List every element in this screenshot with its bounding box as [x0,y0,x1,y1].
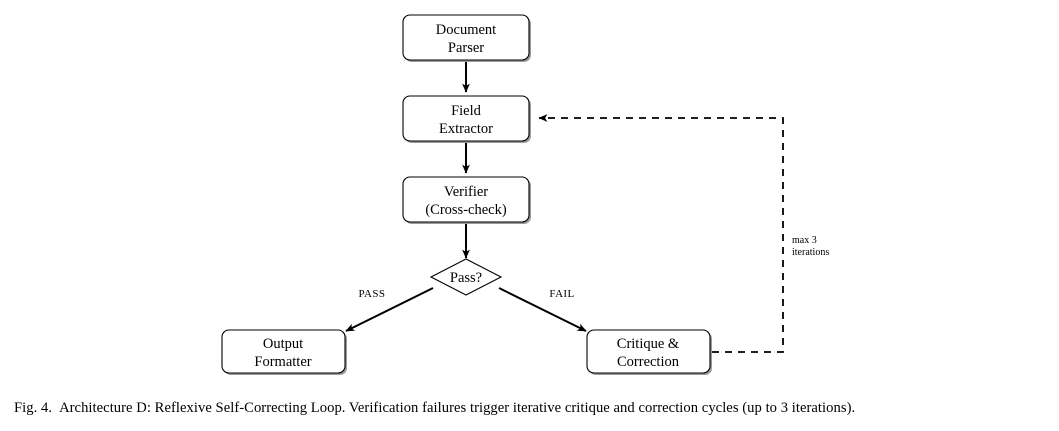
node-document-parser[interactable]: Document Parser [402,14,531,62]
node-pass-decision-label: Pass? [450,270,482,286]
figure-caption: Fig. 4. Architecture D: Reflexive Self-Co… [14,400,1049,417]
node-document-parser-line1: Document [436,22,496,38]
node-verifier-line1: Verifier [444,184,488,200]
node-document-parser-line2: Parser [448,40,484,56]
edge-pass-branch [345,287,434,332]
edge-label-pass: PASS [359,288,386,300]
edge-fail-branch [498,287,587,332]
node-critique-correction-line1: Critique & [617,336,680,352]
node-field-extractor-line1: Field [451,103,482,119]
loop-label-line1: max 3 [792,235,817,246]
node-field-extractor-line2: Extractor [439,121,493,137]
loop-label-line2: iterations [792,247,829,258]
node-pass-decision[interactable]: Pass? [429,258,503,296]
node-output-formatter-line1: Output [263,336,303,352]
edge-label-fail: FAIL [549,288,574,300]
node-verifier-line2: (Cross-check) [425,202,507,218]
edge-feedback-loop [538,114,784,353]
node-critique-correction-line2: Correction [617,354,680,370]
node-output-formatter[interactable]: Output Formatter [221,329,347,375]
node-verifier[interactable]: Verifier (Cross-check) [402,176,531,224]
node-field-extractor[interactable]: Field Extractor [402,95,531,143]
figure-caption-label: Fig. 4. [14,400,53,416]
node-critique-correction[interactable]: Critique & Correction [586,329,712,375]
node-output-formatter-line2: Formatter [254,354,311,370]
figure-caption-text: Architecture D: Reflexive Self-Correctin… [59,400,856,416]
